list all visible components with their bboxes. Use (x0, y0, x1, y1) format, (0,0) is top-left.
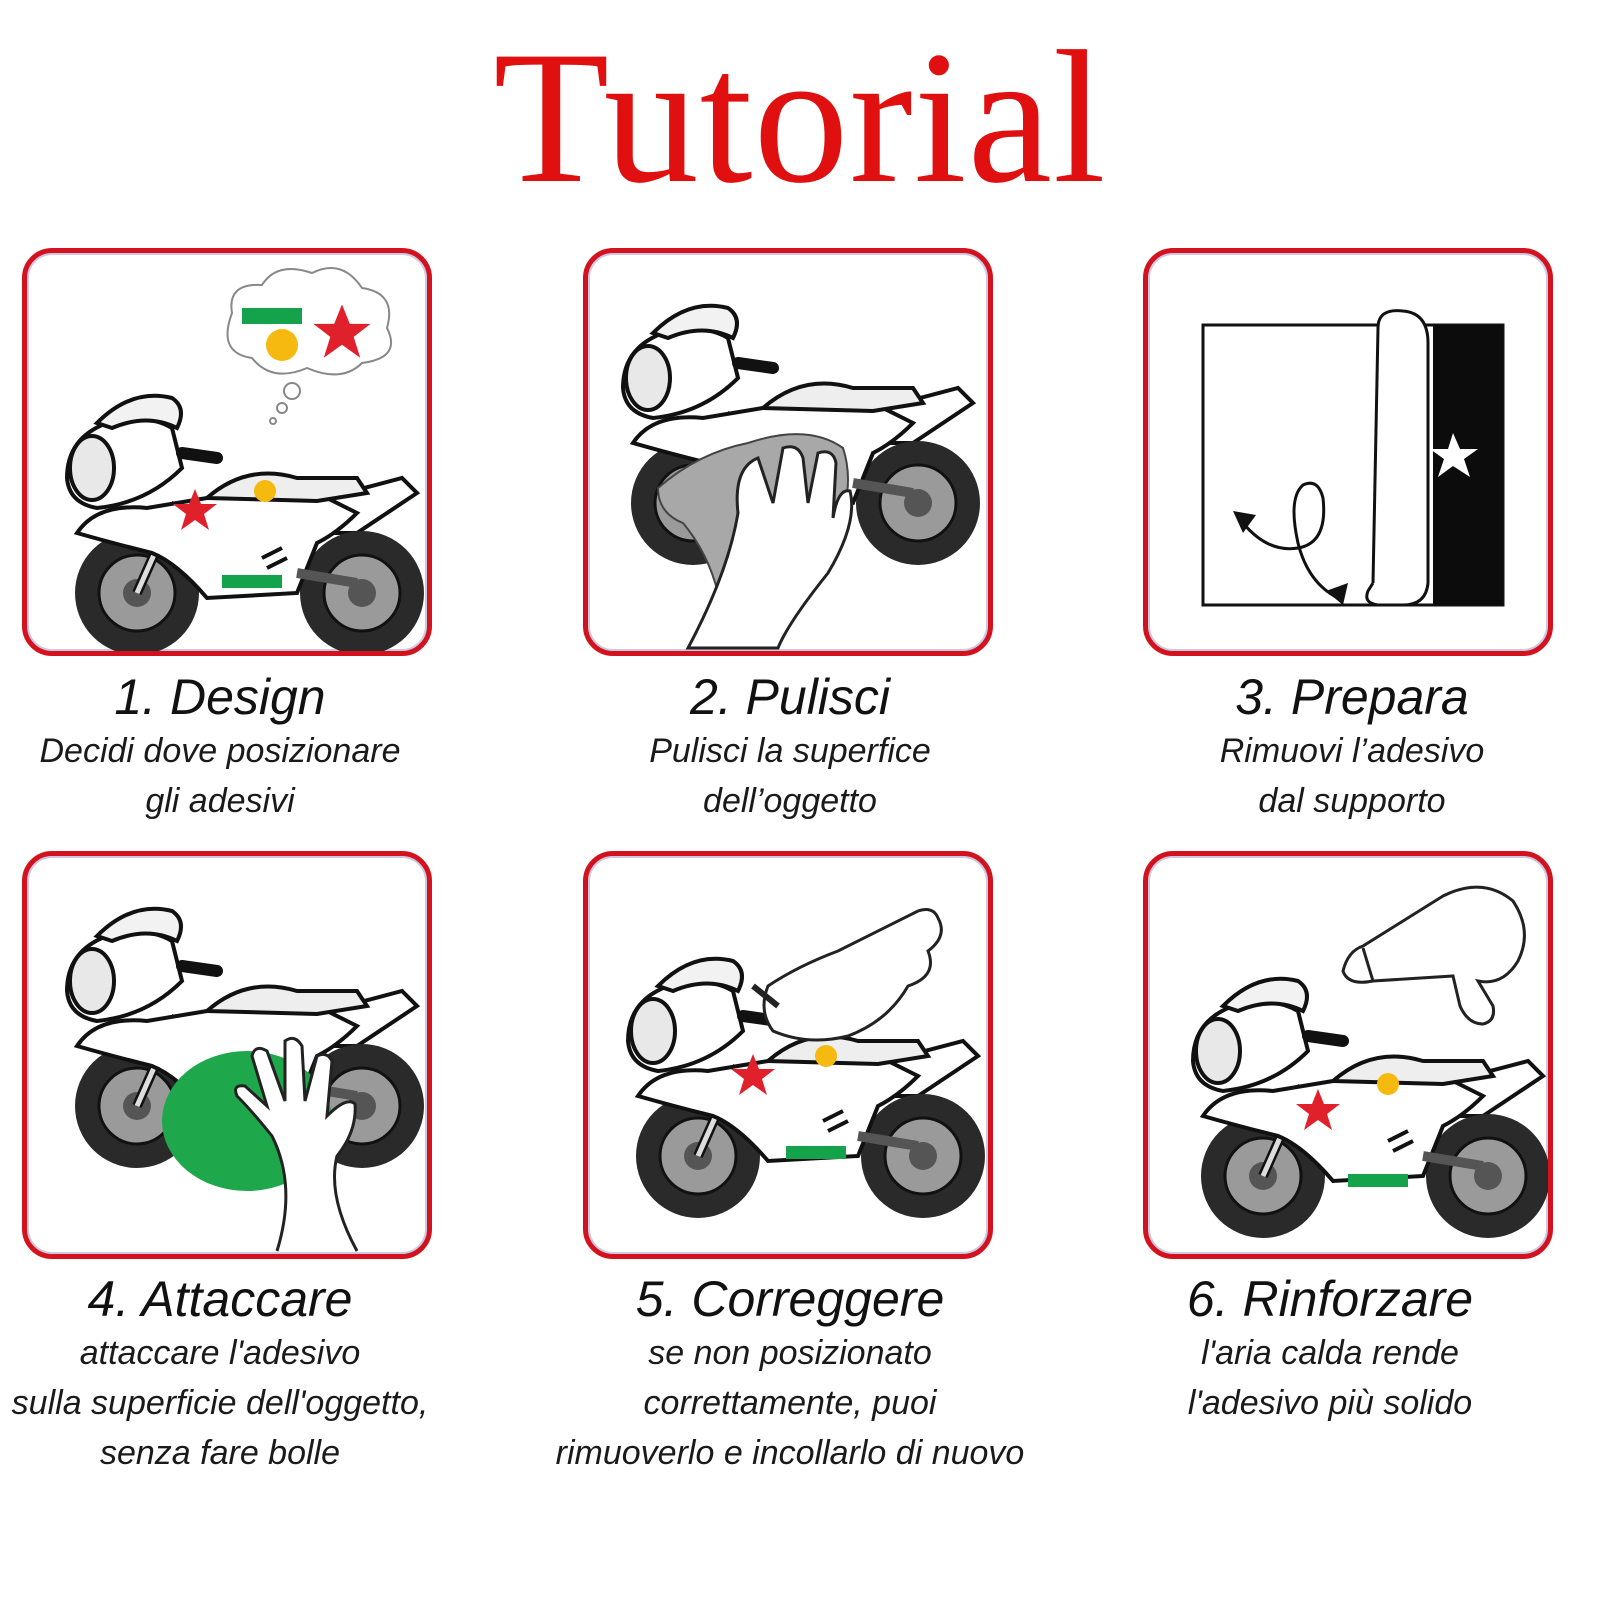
step-1-caption: 1. Design Decidi dove posizionare gli ad… (0, 668, 440, 826)
step-line: attaccare l'adesivo (79, 1334, 361, 1372)
step-line: Decidi dove posizionare (39, 732, 401, 770)
hand-peeling-sticker-icon (588, 908, 988, 1254)
step-line: gli adesivi (145, 782, 295, 820)
step-5-panel (583, 851, 993, 1259)
step-line: se non posizionato (648, 1334, 932, 1372)
step-heading: 1. Design (114, 669, 326, 725)
step-line: l'adesivo più solido (1187, 1384, 1473, 1422)
step-heading: 4. Attaccare (87, 1271, 353, 1327)
step-line: Rimuovi l’adesivo (1219, 732, 1485, 770)
step-heading: 6. Rinforzare (1186, 1271, 1474, 1327)
motorcycle-thought-bubble-icon (27, 267, 427, 651)
step-6-panel (1143, 851, 1553, 1259)
peel-backing-icon (1201, 309, 1505, 607)
hand-cloth-wiping-icon (588, 253, 988, 650)
step-3-caption: 3. Prepara Rimuovi l’adesivo dal support… (1132, 668, 1572, 826)
step-4-caption: 4. Attaccare attaccare l'adesivo sulla s… (0, 1270, 440, 1478)
step-5-caption: 5. Correggere se non posizionato corrett… (540, 1270, 1040, 1478)
step-6-caption: 6. Rinforzare l'aria calda rende l'adesi… (1110, 1270, 1550, 1428)
hand-squeegee-icon (27, 856, 427, 1252)
step-heading: 3. Prepara (1235, 669, 1469, 725)
step-heading: 5. Correggere (635, 1271, 945, 1327)
step-3-panel (1143, 248, 1553, 656)
step-2-caption: 2. Pulisci Pulisci la superfice dell’ogg… (570, 668, 1010, 826)
step-line: l'aria calda rende (1201, 1334, 1459, 1372)
step-line: sulla superficie dell'oggetto, (11, 1384, 429, 1422)
step-line: dell’oggetto (703, 782, 877, 820)
step-line: Pulisci la superfice (649, 732, 931, 770)
step-heading: 2. Pulisci (689, 669, 891, 725)
step-line: dal supporto (1258, 782, 1446, 820)
step-line: senza fare bolle (99, 1434, 341, 1472)
page-title: Tutorial (493, 13, 1107, 223)
step-2-panel (583, 248, 993, 656)
step-line: rimuoverlo e incollarlo di nuovo (555, 1434, 1025, 1472)
step-4-panel (22, 851, 432, 1259)
step-1-panel (22, 248, 432, 656)
step-line: correttamente, puoi (643, 1384, 937, 1422)
hair-dryer-icon (1148, 885, 1548, 1254)
